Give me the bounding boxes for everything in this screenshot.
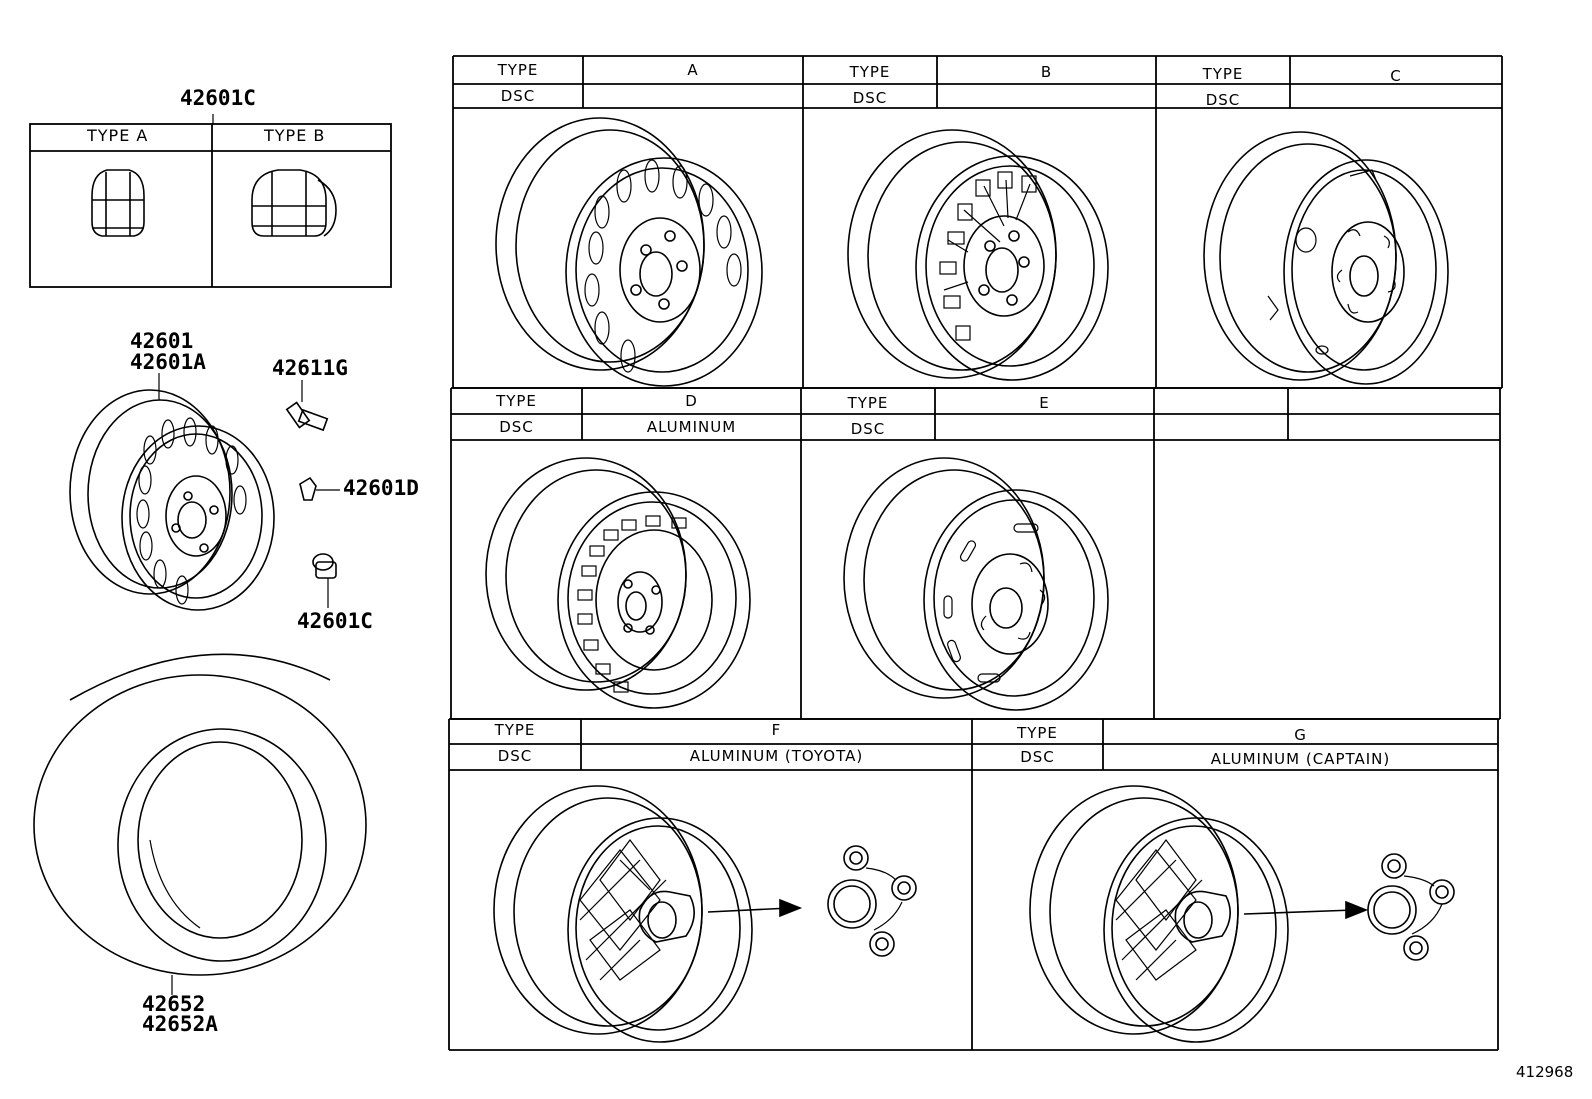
nut-type-box <box>29 114 392 288</box>
wheel-b-drawing <box>847 129 1109 381</box>
dsc-header-d: DSC <box>499 418 534 436</box>
wheel-left-drawing <box>69 373 275 611</box>
type-header-g: TYPE <box>1017 724 1058 742</box>
wheel-g-drawing <box>1029 785 1455 1043</box>
type-value-a: A <box>687 61 699 79</box>
part-number-weight: 42601D <box>343 476 419 500</box>
valve-stem-drawing <box>285 380 329 432</box>
dsc-header-g: DSC <box>1020 748 1055 766</box>
wheel-a-drawing <box>495 117 763 387</box>
nut-box-part-number: 42601C <box>180 86 256 110</box>
balance-weight-drawing <box>299 476 340 501</box>
type-header-e: TYPE <box>847 394 889 412</box>
type-header-f: TYPE <box>494 721 536 739</box>
dsc-value-f: ALUMINUM (TOYOTA) <box>689 747 864 765</box>
dsc-value-g: ALUMINUM (CAPTAIN) <box>1210 750 1391 768</box>
type-header-a: TYPE <box>497 61 539 79</box>
part-number-tire-alt: 42652A <box>142 1012 218 1036</box>
nut-type-b-icon <box>251 169 337 237</box>
type-header-d: TYPE <box>496 392 537 410</box>
lug-nut-drawing <box>312 553 337 608</box>
part-number-tire: 42652 <box>142 992 206 1016</box>
dsc-header-c: DSC <box>1205 91 1241 109</box>
dsc-value-d: ALUMINUM <box>646 418 737 436</box>
type-value-e: E <box>1039 394 1050 412</box>
type-value-c: C <box>1390 67 1402 85</box>
wheel-d-drawing <box>485 457 751 709</box>
dsc-header-a: DSC <box>500 87 536 105</box>
wheel-left-windows <box>136 417 247 605</box>
dsc-header-b: DSC <box>852 89 888 107</box>
dsc-header-f: DSC <box>497 747 533 765</box>
part-number-wheel-alt: 42601A <box>130 350 206 374</box>
part-number-nut: 42601C <box>297 609 373 633</box>
wheel-e-drawing <box>843 457 1109 711</box>
wheel-c-drawing <box>1203 131 1449 385</box>
type-value-d: D <box>685 392 698 410</box>
type-table-frame <box>448 55 1503 1051</box>
type-value-b: B <box>1040 63 1053 81</box>
dsc-header-e: DSC <box>850 420 886 438</box>
type-header-c: TYPE <box>1202 65 1244 83</box>
type-value-g: G <box>1294 726 1307 744</box>
type-value-f: F <box>771 721 782 739</box>
nut-type-a-icon <box>91 169 145 237</box>
part-number-wheel: 42601 <box>130 329 194 353</box>
tire-drawing <box>33 653 367 995</box>
nut-type-b-label: TYPE B <box>264 126 326 145</box>
figure-id: 412968 <box>1516 1063 1574 1081</box>
type-header-b: TYPE <box>849 63 891 81</box>
wheel-f-drawing <box>493 785 917 1043</box>
part-number-valve: 42611G <box>272 356 348 380</box>
nut-type-a-label: TYPE A <box>87 126 149 145</box>
